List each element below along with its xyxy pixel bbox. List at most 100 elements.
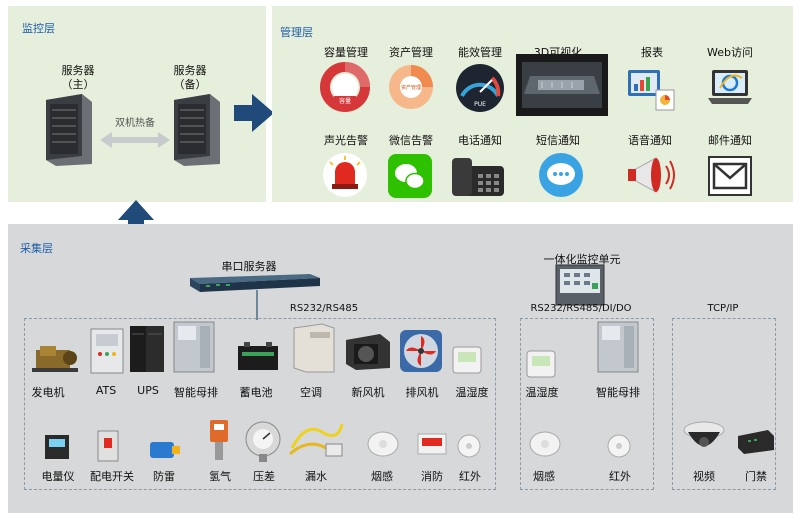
unit-label-smoke: 烟感 (533, 470, 555, 483)
label-capacity: 容量管理 (324, 46, 368, 59)
label-asset: 资产管理 (389, 46, 433, 59)
unit-label-infrared: 红外 (609, 470, 631, 483)
label-email-notify: 邮件通知 (708, 134, 752, 147)
server-backup-sub: （备） (173, 78, 207, 91)
label-sound-light-alarm: 声光告警 (324, 134, 368, 147)
device-label-differential-pressure: 压差 (253, 470, 275, 483)
ups-icon (130, 326, 164, 372)
monitor-layer-panel: 监控层 服务器 （主） 服务器 （备） 双机热备 (8, 6, 266, 202)
device-label-hydrogen: 氢气 (209, 470, 231, 483)
server-main-icon (46, 94, 92, 166)
video-camera-icon (683, 421, 725, 447)
distribution-switch-icon (97, 430, 119, 462)
loudspeaker-icon (628, 157, 675, 193)
rs232-rs485-label: RS232/RS485 (289, 303, 359, 314)
pue-badge-text: PUE (474, 101, 486, 108)
differential-pressure-icon (245, 421, 281, 462)
unit-label-smart-busbar: 智能母排 (596, 386, 640, 399)
device-label-power-meter: 电量仪 (41, 470, 75, 483)
device-label-ups: UPS (137, 384, 159, 397)
device-label-fire: 消防 (421, 470, 443, 483)
pue-gauge-icon: PUE (456, 64, 504, 112)
web-access-icon (708, 70, 752, 104)
device-label-smart-busbar: 智能母排 (174, 386, 218, 399)
tcp-label-access-control: 门禁 (745, 470, 767, 483)
management-layer-title: 管理层 (280, 26, 313, 39)
fresh-air-unit-icon (346, 334, 390, 370)
generator-icon (32, 346, 78, 372)
label-report: 报表 (641, 46, 663, 59)
arrow-right-icon (234, 94, 274, 132)
monitor-layer-title: 监控层 (22, 22, 55, 35)
integrated-unit-icon (555, 264, 605, 306)
exhaust-fan-icon (400, 330, 442, 372)
serial-server-icon (190, 274, 320, 292)
device-label-infrared: 红外 (459, 470, 481, 483)
unit-temp-humidity-icon (526, 350, 556, 378)
tcp-ip-label: TCP/IP (707, 303, 739, 314)
surge-protector-icon (150, 442, 180, 458)
server-main-label: 服务器 (61, 64, 95, 77)
smart-busbar-icon (173, 321, 215, 373)
device-label-air-conditioner: 空调 (300, 386, 322, 399)
server-main-sub: （主） (61, 78, 95, 91)
label-energy: 能效管理 (458, 46, 502, 59)
ats-icon (90, 328, 124, 374)
hot-standby-arrow (100, 132, 170, 148)
device-label-fresh-air: 新风机 (351, 386, 385, 399)
server-backup-icon (174, 94, 220, 166)
label-sms-notify: 短信通知 (536, 134, 580, 147)
capacity-donut-icon: 容量 (320, 62, 370, 112)
hot-standby-label: 双机热备 (115, 118, 155, 129)
arrow-up-icon (118, 200, 154, 242)
device-label-exhaust-fan: 排风机 (405, 386, 439, 399)
label-phone-notify: 电话通知 (458, 134, 502, 147)
tcp-group-box (672, 318, 776, 490)
infrared-sensor-icon (457, 434, 481, 458)
collection-layer-title: 采集层 (20, 242, 53, 255)
fire-protection-icon (417, 433, 447, 455)
collection-layer-panel: 采集层 串口服务器 RS232/RS485 一体化监控单元 RS232/RS48… (8, 224, 793, 513)
rs232-rs485-di-do-label: RS232/RS485/DI/DO (530, 303, 632, 314)
smoke-detector-icon (367, 431, 399, 457)
integrated-unit-label: 一体化监控单元 (543, 253, 621, 266)
asset-pie-icon: 资产管理 (389, 65, 433, 109)
management-layer-panel: 管理层 容量管理 资产管理 能效管理 3D可视化 报表 Web访问 容量 资产管… (272, 6, 793, 202)
water-leak-sensor-icon (289, 423, 344, 457)
report-icon (628, 70, 675, 111)
unit-infrared-sensor-icon (607, 434, 631, 458)
hydrogen-sensor-icon (210, 420, 228, 460)
alarm-siren-icon (323, 153, 367, 197)
3d-visualization-icon (516, 54, 608, 116)
wechat-icon (388, 154, 432, 198)
device-label-surge-protector: 防雷 (153, 470, 175, 483)
device-label-generator: 发电机 (31, 386, 65, 399)
power-meter-icon (45, 435, 69, 459)
unit-smoke-detector-icon (529, 431, 561, 457)
label-voice-notify: 语音通知 (628, 134, 672, 147)
temp-humidity-sensor-icon (452, 346, 482, 374)
device-label-battery: 蓄电池 (239, 386, 273, 399)
device-group-box (24, 318, 496, 490)
unit-smart-busbar-icon (597, 321, 639, 373)
serial-server-label: 串口服务器 (221, 260, 277, 273)
device-label-distribution-switch: 配电开关 (90, 470, 134, 483)
telephone-icon (452, 158, 504, 196)
email-icon (708, 156, 752, 196)
unit-label-temp-humidity: 温湿度 (525, 386, 559, 399)
sms-icon (539, 153, 583, 197)
unit-group-box (520, 318, 654, 490)
label-wechat-alarm: 微信告警 (389, 134, 433, 147)
device-label-smoke: 烟感 (371, 470, 393, 483)
server-backup-label: 服务器 (173, 64, 207, 77)
asset-badge-text: 资产管理 (401, 84, 421, 91)
capacity-badge-text: 容量 (339, 97, 351, 105)
serial-link-line (256, 290, 258, 320)
device-label-water-leak: 漏水 (305, 470, 327, 483)
air-conditioner-icon (293, 323, 335, 373)
access-control-icon (738, 430, 774, 454)
battery-icon (238, 342, 278, 370)
device-label-temp-humidity: 温湿度 (455, 386, 489, 399)
tcp-label-video: 视频 (693, 470, 715, 483)
label-web: Web访问 (707, 46, 753, 59)
